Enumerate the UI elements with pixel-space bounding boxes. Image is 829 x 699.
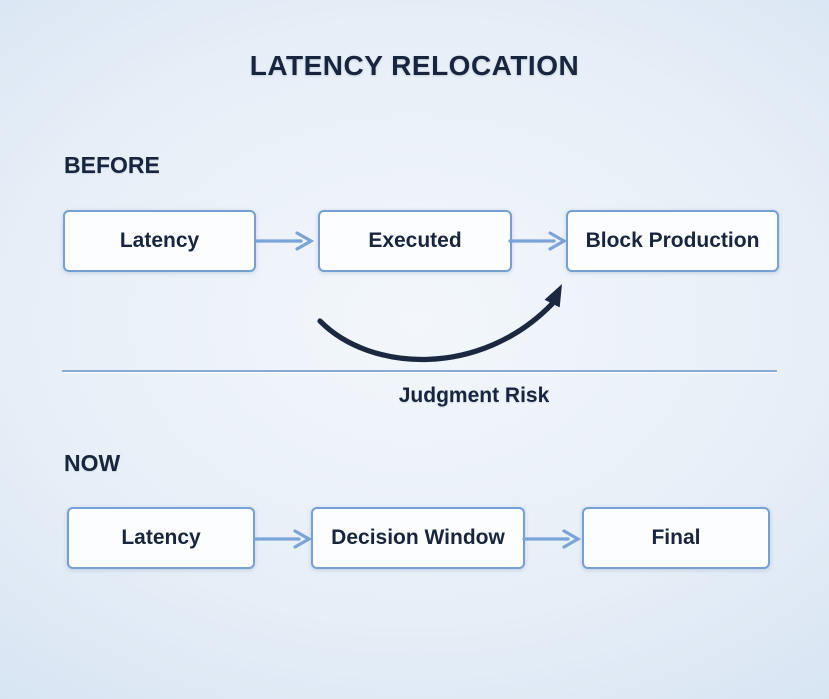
node-before-block-production: Block Production [566,210,779,272]
node-now-final: Final [582,507,770,569]
flow-arrow-icon [508,231,568,251]
curved-arrow-icon [317,284,562,363]
node-now-latency: Latency [67,507,255,569]
flow-arrow-icon [522,529,582,549]
node-before-executed: Executed [318,210,512,272]
flow-arrow-icon [253,529,313,549]
divider-line [62,370,777,372]
flow-arrow-icon [255,231,315,251]
judgment-risk-label: Judgment Risk [398,384,550,407]
section-label-before: BEFORE [64,152,160,178]
node-before-latency: Latency [63,210,256,272]
page-title: LATENCY RELOCATION [249,50,580,81]
node-now-decision-window: Decision Window [311,507,525,569]
section-label-now: NOW [64,450,121,476]
